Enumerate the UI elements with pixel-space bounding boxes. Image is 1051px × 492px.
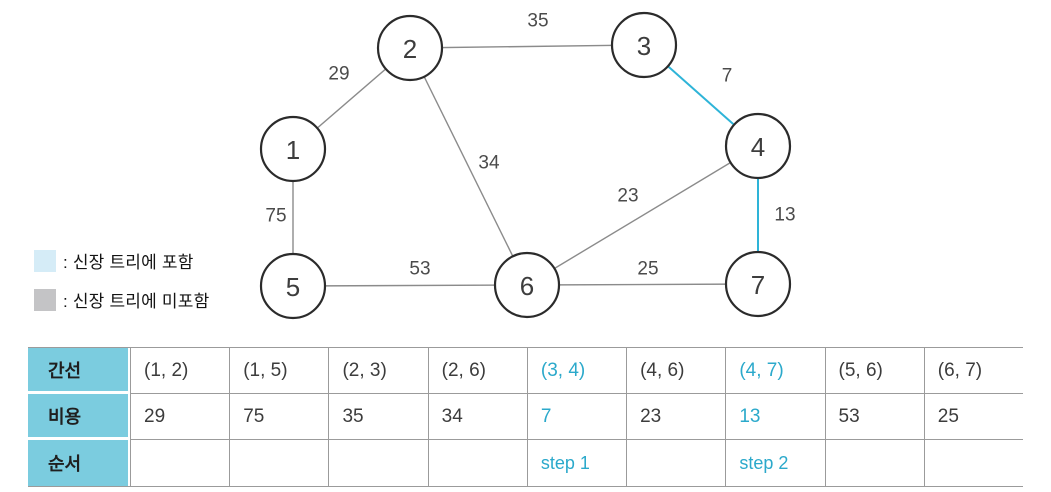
edge-cell: (4, 7) <box>725 348 825 394</box>
cost-cell: 75 <box>229 394 329 440</box>
edge-table: 간선 (1, 2)(1, 5)(2, 3)(2, 6)(3, 4)(4, 6)(… <box>28 348 1023 486</box>
row-header-order: 순서 <box>28 440 130 486</box>
table-row-order: 순서 step 1 step 2 <box>28 440 1023 486</box>
graph-node-label: 1 <box>286 135 300 165</box>
edge-cell: (6, 7) <box>923 348 1023 394</box>
legend-item-excluded: : 신장 트리에 미포함 <box>34 288 209 311</box>
graph-node <box>376 14 444 82</box>
edge-cell: (3, 4) <box>526 348 627 394</box>
cost-cell: 25 <box>923 394 1023 440</box>
cost-cell: 35 <box>328 394 428 440</box>
edge-weight-label: 13 <box>774 205 795 226</box>
graph-node <box>259 115 327 183</box>
order-cell <box>626 440 725 486</box>
graph-edge <box>409 44 645 49</box>
edge-cost-table: 간선 (1, 2)(1, 5)(2, 3)(2, 6)(3, 4)(4, 6)(… <box>28 347 1023 487</box>
graph-node-label: 5 <box>286 272 300 302</box>
edge-weight-label: 75 <box>265 206 286 227</box>
edge-cell: (5, 6) <box>824 348 924 394</box>
cost-cell: 34 <box>427 394 527 440</box>
graph-edge <box>409 47 528 286</box>
edge-cell: (4, 6) <box>626 348 726 394</box>
cost-cell: 7 <box>526 394 627 440</box>
graph-node-label: 3 <box>637 31 651 61</box>
edge-cell: (2, 6) <box>427 348 527 394</box>
graph-node <box>493 251 561 319</box>
legend-excluded-label: : 신장 트리에 미포함 <box>63 292 210 311</box>
graph-node-label: 7 <box>751 270 765 300</box>
graph-node-label: 4 <box>751 132 765 162</box>
cost-cell: 23 <box>626 394 726 440</box>
order-cell: step 1 <box>526 440 626 486</box>
edge-weight-label: 35 <box>527 11 548 32</box>
cost-cell: 29 <box>130 394 230 440</box>
included-swatch <box>34 249 56 272</box>
cost-cell: 53 <box>824 394 924 440</box>
order-cell <box>923 440 1023 486</box>
order-cell <box>824 440 924 486</box>
edge-weight-label: 25 <box>637 259 658 280</box>
edge-weight-label: 53 <box>409 259 430 280</box>
excluded-swatch <box>34 288 56 311</box>
graph-node <box>610 11 678 79</box>
graph-edge <box>292 284 528 287</box>
edge-cell: (2, 3) <box>328 348 428 394</box>
order-cell <box>427 440 527 486</box>
order-cell <box>229 440 328 486</box>
edge-weight-label: 29 <box>328 64 349 85</box>
order-cell <box>328 440 427 486</box>
legend-item-included: : 신장 트리에 포함 <box>34 249 194 272</box>
row-header-cost: 비용 <box>28 394 130 440</box>
edge-cell: (1, 2) <box>130 348 230 394</box>
edge-weight-label: 34 <box>478 153 500 174</box>
edge-weight-label: 23 <box>617 186 638 207</box>
edge-cell: (1, 5) <box>229 348 329 394</box>
graph-node <box>259 252 327 320</box>
graph-node <box>724 250 792 318</box>
graph-node <box>724 112 792 180</box>
edge-weight-label: 7 <box>722 66 733 87</box>
table-row-edge: 간선 (1, 2)(1, 5)(2, 3)(2, 6)(3, 4)(4, 6)(… <box>28 348 1023 394</box>
row-header-edge: 간선 <box>28 348 130 394</box>
order-cell <box>130 440 229 486</box>
graph-node-label: 6 <box>520 271 534 301</box>
graph-edge <box>526 145 759 286</box>
order-cell: step 2 <box>725 440 824 486</box>
cost-cell: 13 <box>725 394 825 440</box>
legend-included-label: : 신장 트리에 포함 <box>63 253 194 272</box>
graph-node-label: 2 <box>403 34 417 64</box>
graph-edge <box>526 283 759 286</box>
